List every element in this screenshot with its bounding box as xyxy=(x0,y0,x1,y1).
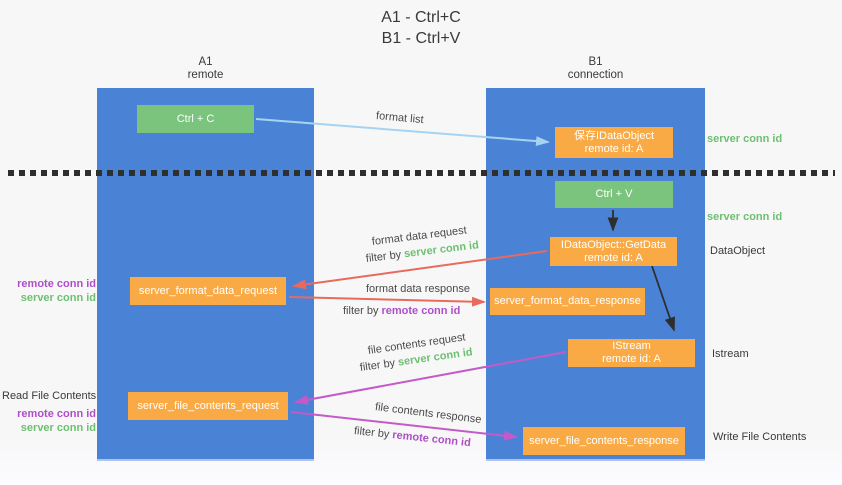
conn-id-pair-bottom: remote conn id server conn id xyxy=(8,407,96,435)
column-a1-header: A1 remote xyxy=(97,56,314,82)
server-conn-id-label-top: server conn id xyxy=(707,133,783,145)
dataobject-label: DataObject xyxy=(710,245,766,257)
save-dataobject-box: 保存IDataObject remote id: A xyxy=(555,127,673,158)
filter-by-text: filter by xyxy=(353,425,390,441)
server-format-data-response-label: server_format_data_response xyxy=(494,295,641,307)
server-format-data-response-box: server_format_data_response xyxy=(490,288,645,315)
ctrl-v-label: Ctrl + V xyxy=(595,188,633,200)
server-file-contents-response-box: server_file_contents_response xyxy=(523,427,685,455)
title-line-1: A1 - Ctrl+C xyxy=(381,9,461,26)
save-dataobject-line1: 保存IDataObject xyxy=(573,129,655,142)
remote-conn-id-label-bottom: remote conn id xyxy=(17,408,96,420)
getdata-line1: IDataObject::GetData xyxy=(560,238,667,251)
istream-line1: IStream xyxy=(612,340,651,352)
istream-box: IStream remote id: A xyxy=(568,339,695,367)
column-a1-name: A1 xyxy=(198,56,213,68)
remote-conn-id-label-top: remote conn id xyxy=(17,278,96,290)
istream-side-label: Istream xyxy=(712,348,749,360)
getdata-box: IDataObject::GetData remote id: A xyxy=(550,237,677,266)
server-file-contents-response-label: server_file_contents_response xyxy=(529,434,679,447)
file-contents-response-label: file contents response xyxy=(374,401,483,427)
server-format-data-request-box: server_format_data_request xyxy=(130,277,286,305)
getdata-line2: remote id: A xyxy=(584,251,643,264)
server-conn-id-label-left-top: server conn id xyxy=(20,292,96,304)
istream-line2: remote id: A xyxy=(602,353,661,365)
write-file-contents-label: Write File Contents xyxy=(713,431,807,443)
read-file-contents-label: Read File Contents xyxy=(2,390,97,402)
format-data-response-arrow xyxy=(288,296,486,307)
server-format-data-request-label: server_format_data_request xyxy=(138,284,278,297)
column-b1-name: B1 xyxy=(588,56,603,68)
format-list-label: format list xyxy=(375,110,425,127)
server-conn-id-label-left-bottom: server conn id xyxy=(20,422,96,434)
column-b1-header: B1 connection xyxy=(486,56,705,82)
dashed-separator xyxy=(8,170,835,176)
format-data-response-label: format data response xyxy=(366,283,470,295)
server-file-contents-request-label: server_file_contents_request xyxy=(137,399,279,412)
filter-by-text: filter by xyxy=(343,305,379,317)
ctrl-c-label: Ctrl + C xyxy=(176,112,215,125)
remote-conn-id-text: remote conn id xyxy=(391,429,472,450)
title-line-2: B1 - Ctrl+V xyxy=(381,30,461,47)
conn-id-pair-top: remote conn id server conn id xyxy=(8,277,96,305)
ctrl-c-box: Ctrl + C xyxy=(137,105,254,133)
server-conn-id-label-mid: server conn id xyxy=(707,211,783,223)
page-title: A1 - Ctrl+C B1 - Ctrl+V xyxy=(296,7,546,49)
filter-by-text: filter by xyxy=(359,357,396,374)
save-dataobject-line2: remote id: A xyxy=(584,142,644,155)
server-file-contents-request-box: server_file_contents_request xyxy=(128,392,288,420)
filter-by-text: filter by xyxy=(365,248,402,265)
remote-conn-id-text: remote conn id xyxy=(381,305,461,317)
column-a1-role: remote xyxy=(187,69,224,81)
ctrl-v-box: Ctrl + V xyxy=(555,181,673,208)
column-b1-role: connection xyxy=(567,69,624,81)
